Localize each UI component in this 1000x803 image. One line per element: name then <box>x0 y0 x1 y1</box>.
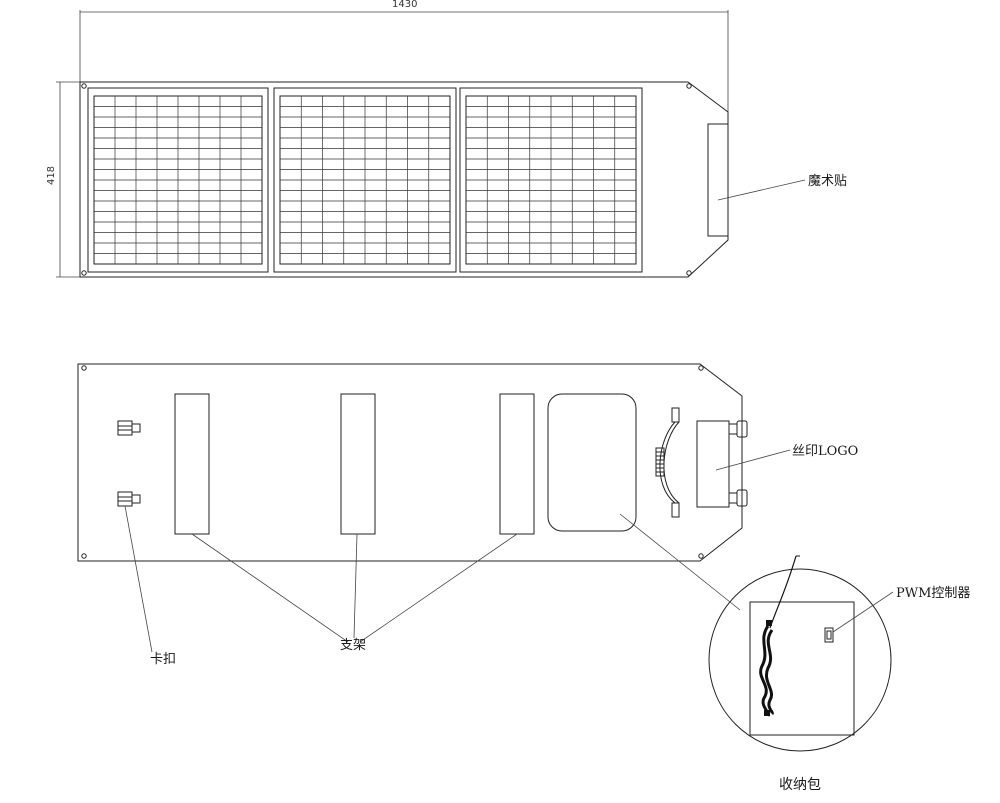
velcro-leader <box>717 179 806 201</box>
stand-2 <box>340 393 376 535</box>
height-dimension <box>56 81 80 278</box>
pwm-controller-unit <box>824 627 834 643</box>
handle <box>655 407 680 518</box>
buckle-upper <box>117 420 141 436</box>
stand-leaders <box>191 533 518 643</box>
stand-label: 支架 <box>340 638 367 653</box>
buckle-leader <box>124 505 153 653</box>
buckle-lower <box>117 491 141 507</box>
pwm-controller-label: PWM控制器 <box>896 586 971 601</box>
logo-leader <box>715 449 791 471</box>
width-dimension <box>79 10 729 112</box>
storage-bag-label: 收纳包 <box>779 777 821 793</box>
module-frame-3 <box>459 87 643 273</box>
solar-modules <box>87 87 643 273</box>
storage-bag-detail <box>708 555 894 752</box>
height-dimension-label: 418 <box>46 165 58 186</box>
module-frame-1 <box>87 87 269 273</box>
stand-3 <box>499 393 535 535</box>
grommet-holes <box>81 83 692 276</box>
velcro-strip <box>707 123 729 237</box>
back-outline <box>77 363 743 562</box>
buckle-label: 卡扣 <box>150 652 177 667</box>
side-fasteners <box>728 420 748 507</box>
coiled-cable <box>759 555 800 717</box>
pwm-leader <box>832 591 894 633</box>
pocket-leader <box>619 513 741 611</box>
stand-1 <box>174 393 210 535</box>
width-dimension-label: 1430 <box>392 0 418 10</box>
velcro-label: 魔术贴 <box>808 174 848 189</box>
bag-outline <box>749 601 855 736</box>
storage-pocket <box>547 393 637 532</box>
logo-area <box>696 420 730 508</box>
panel-outline <box>79 81 729 278</box>
module-frame-2 <box>273 87 457 273</box>
top-view <box>56 10 806 278</box>
back-grommet-holes <box>81 365 704 559</box>
silkscreen-logo-label: 丝印LOGO <box>792 444 859 459</box>
bottom-view <box>77 363 791 653</box>
